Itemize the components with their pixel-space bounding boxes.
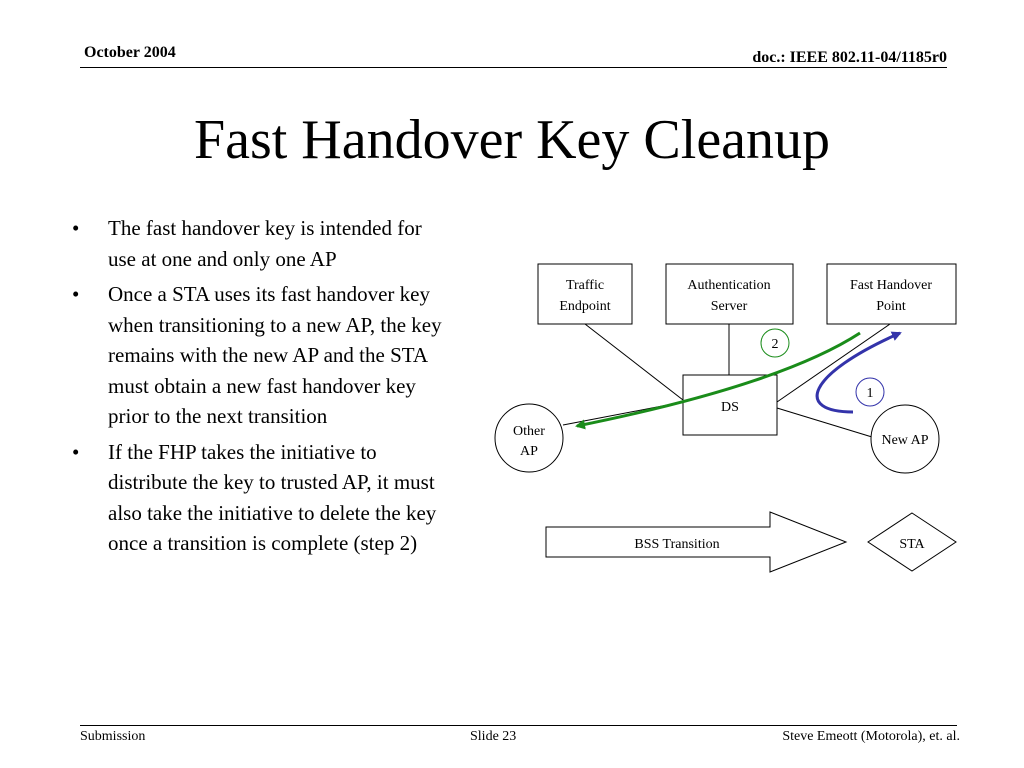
step-2-marker: [760, 328, 790, 358]
ds-box: [682, 374, 778, 436]
link-traffic-ds: [584, 323, 684, 401]
bullet-item: • Once a STA uses its fast handover key w…: [72, 279, 444, 432]
traffic-endpoint-label-1: Traffic: [566, 278, 604, 293]
header-doc-id: doc.: IEEE 802.11-04/1185r0: [752, 49, 947, 66]
bullet-list: • The fast handover key is intended for u…: [72, 213, 444, 564]
header-date: October 2004: [84, 44, 176, 61]
footer-slide-number: Slide 23: [470, 729, 517, 744]
bullet-text: If the FHP takes the initiative to distr…: [108, 439, 437, 556]
slide-title: Fast Handover Key Cleanup: [193, 109, 831, 171]
fast-handover-point-box: [826, 263, 957, 325]
traffic-endpoint-box: [537, 263, 633, 325]
footer-author: Steve Emeott (Motorola), et. al.: [782, 729, 960, 744]
bullet-dot-icon: •: [72, 282, 80, 306]
header-rule: [80, 67, 947, 68]
bullet-item: • The fast handover key is intended for u…: [72, 213, 444, 274]
footer-submission: Submission: [80, 729, 146, 744]
fhp-label-2: Point: [876, 299, 906, 314]
auth-server-label-2: Server: [711, 299, 748, 314]
other-ap-label-1: Other: [513, 424, 545, 439]
sta-diamond: [867, 512, 957, 572]
ds-label: DS: [721, 400, 739, 415]
fhp-label-1: Fast Handover: [850, 278, 932, 293]
new-ap-label: New AP: [881, 433, 928, 448]
bullet-text: The fast handover key is intended for us…: [108, 216, 422, 271]
bullet-dot-icon: •: [72, 439, 80, 464]
link-ds-newap: [776, 407, 873, 438]
step-1-arrow: [815, 331, 902, 414]
traffic-endpoint-label-2: Endpoint: [559, 299, 610, 314]
sta-label: STA: [899, 537, 925, 552]
bullet-text: Once a STA uses its fast handover key wh…: [108, 282, 442, 428]
auth-server-label-1: Authentication: [687, 278, 770, 293]
other-ap-circle: [494, 403, 564, 473]
bss-transition-arrow: [545, 511, 848, 573]
bullet-dot-icon: •: [72, 216, 80, 240]
step-2-label: 2: [772, 337, 779, 352]
footer-rule: [80, 725, 957, 726]
step-2-arrow: [575, 331, 861, 430]
auth-server-box: [665, 263, 794, 325]
link-fhp-ds: [776, 323, 891, 403]
bullet-item: • If the FHP takes the initiative to dist…: [72, 437, 444, 559]
new-ap-circle: [870, 404, 940, 474]
step-1-marker: [855, 377, 885, 407]
step-1-label: 1: [867, 386, 874, 401]
other-ap-label-2: AP: [520, 444, 538, 459]
bss-transition-label: BSS Transition: [634, 537, 719, 552]
